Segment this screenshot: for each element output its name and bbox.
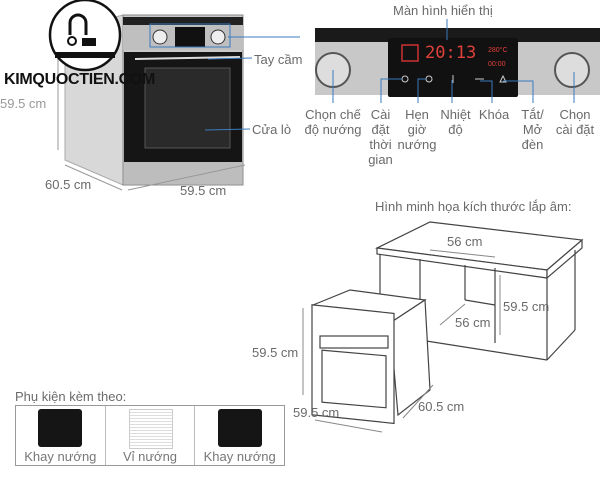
- oven-width-label: 59.5 cm: [180, 183, 227, 198]
- display-time: 20:13: [425, 43, 477, 63]
- baking-tray-image: [217, 409, 262, 447]
- accessory-label: Khay nướng: [203, 449, 276, 464]
- cabinet-drawing: [374, 221, 584, 361]
- display-callout: Màn hình hiển thị: [393, 3, 493, 18]
- accessory-item: Khay nướng: [195, 406, 284, 465]
- oven-drawing: [302, 289, 434, 433]
- timer-button-label: Hẹn giờ nướng: [397, 107, 437, 152]
- door-callout: Cửa lò: [252, 122, 292, 137]
- clock-button-label: Cài đặt thời gian: [368, 107, 393, 167]
- svg-text:00:00: 00:00: [488, 61, 506, 68]
- install-oven-height-label: 59.5 cm: [252, 345, 299, 360]
- accessory-item: Khay nướng: [16, 406, 106, 465]
- oven-depth-label: 60.5 cm: [45, 177, 92, 192]
- install-oven-width-label: 59.5 cm: [293, 405, 340, 420]
- cabinet-depth-label: 56 cm: [455, 315, 491, 330]
- install-oven-depth-label: 60.5 cm: [418, 399, 465, 414]
- cabinet-height-label: 59.5 cm: [503, 299, 550, 314]
- lock-button-label: Khóa: [478, 107, 510, 122]
- control-panel-closeup: 280°C 00:00: [315, 19, 600, 103]
- accessory-label: Khay nướng: [24, 449, 97, 464]
- cabinet-width-label: 56 cm: [447, 234, 483, 249]
- handle-callout: Tay cầm: [254, 52, 303, 67]
- oven-height-label: 59.5 cm: [0, 96, 47, 111]
- baking-tray-image: [38, 409, 83, 447]
- light-button-label: Tắt/ Mở đèn: [521, 107, 544, 152]
- temperature-button-label: Nhiệt độ: [440, 107, 471, 137]
- settings-knob-label: Chọn cài đặt: [555, 107, 595, 137]
- grill-rack-image: [129, 409, 173, 449]
- svg-text:280°C: 280°C: [488, 46, 508, 54]
- watermark-logo-text: KIMQUOCTIEN.COM: [4, 71, 156, 88]
- accessory-label: Vỉ nướng: [122, 449, 178, 464]
- install-title: Hình minh họa kích thước lắp âm:: [375, 199, 572, 214]
- accessory-item: Vỉ nướng: [106, 406, 196, 465]
- oven-photo: [48, 0, 300, 191]
- mode-knob-label: Chọn chế độ nướng: [304, 107, 362, 137]
- accessories-box: Khay nướng Vỉ nướng Khay nướng: [15, 405, 285, 466]
- accessories-title: Phụ kiện kèm theo:: [15, 389, 127, 404]
